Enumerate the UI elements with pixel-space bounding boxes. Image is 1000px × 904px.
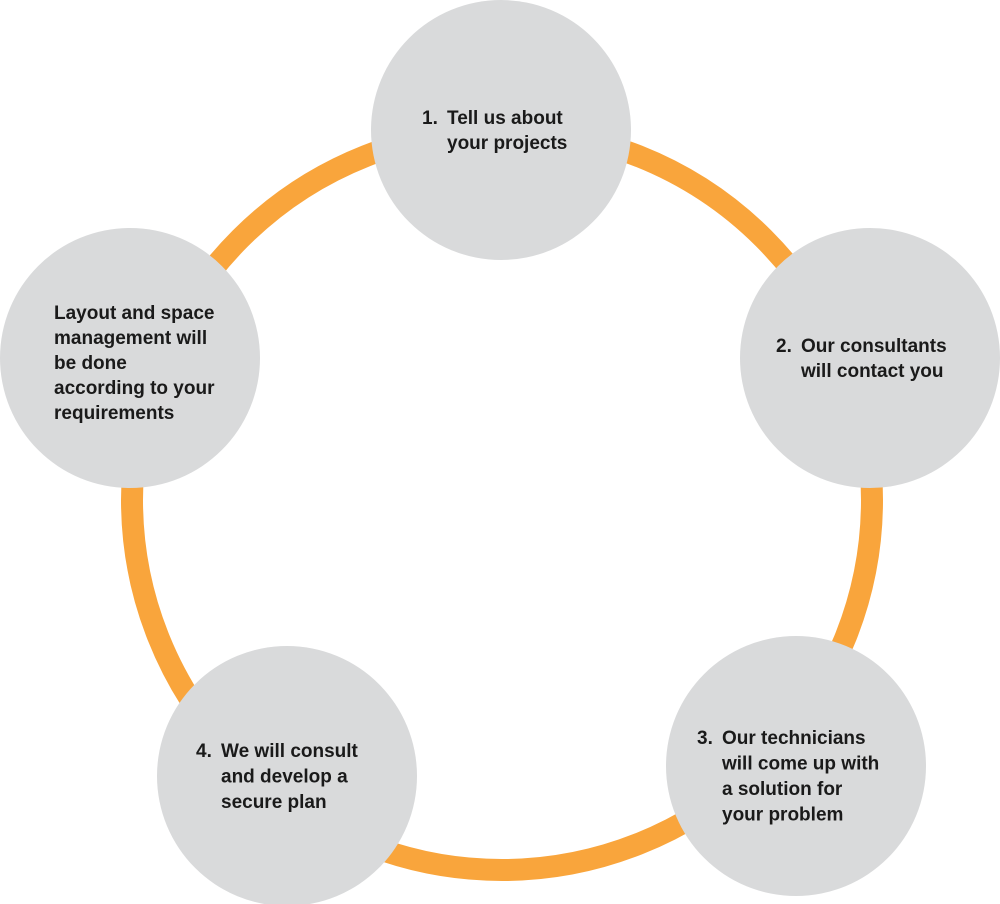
- node-number: 1.: [422, 108, 438, 129]
- node-text-line: be done: [54, 353, 127, 374]
- cycle-node-step-4: 4. We will consult and develop a secure pla…: [157, 646, 417, 904]
- cycle-node-step-2: 2. Our consultants will contact you: [740, 228, 1000, 488]
- node-circle: [371, 0, 631, 260]
- node-number: 3.: [697, 728, 713, 749]
- node-circle: [0, 228, 260, 488]
- node-text-line: and develop a: [221, 767, 348, 788]
- node-text-line: Our consultants: [801, 336, 947, 357]
- node-number: 4.: [196, 741, 212, 762]
- node-text-line: your projects: [447, 133, 567, 154]
- node-circle: [666, 636, 926, 896]
- node-text-line: your problem: [722, 805, 843, 826]
- cycle-node-step-5: Layout and space management will be done ac…: [0, 228, 260, 488]
- node-text-line: secure plan: [221, 792, 327, 813]
- node-text-line: according to your: [54, 378, 215, 399]
- node-circle: [157, 646, 417, 904]
- node-text-line: will come up with: [721, 754, 879, 775]
- node-text-line: Layout and space: [54, 303, 215, 324]
- node-text-line: will contact you: [800, 361, 944, 382]
- cycle-node-step-1: 1. Tell us about your projects: [371, 0, 631, 260]
- node-text-line: management will: [54, 328, 207, 349]
- node-text-line: requirements: [54, 403, 174, 424]
- node-text-line: a solution for: [722, 779, 843, 800]
- node-number: 2.: [776, 336, 792, 357]
- cycle-node-step-3: 3. Our technicians will come up with a solu…: [666, 636, 926, 896]
- node-text-line: Tell us about: [447, 108, 563, 129]
- node-text-line: We will consult: [221, 741, 359, 762]
- node-text-line: Our technicians: [722, 728, 866, 749]
- node-circle: [740, 228, 1000, 488]
